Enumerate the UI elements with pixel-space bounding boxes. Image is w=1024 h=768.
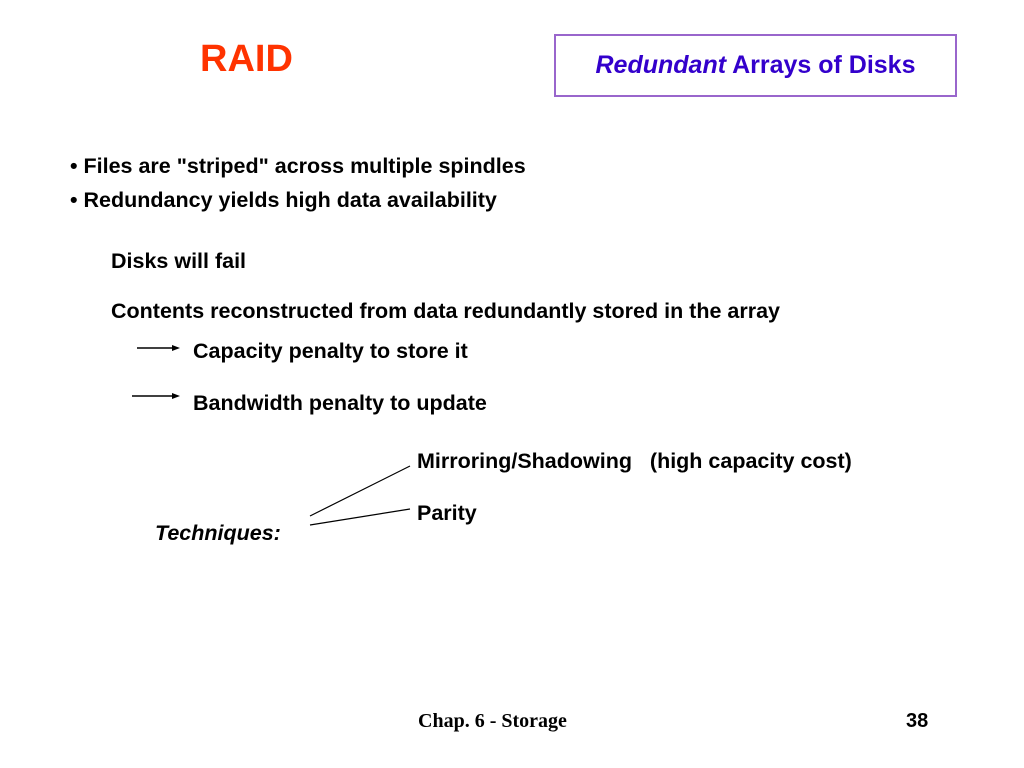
penalty-capacity: Capacity penalty to store it	[193, 339, 468, 363]
footer-chapter: Chap. 6 - Storage	[418, 710, 567, 732]
point-disks-fail: Disks will fail	[111, 249, 247, 273]
bullet-striped: • Files are "striped" across multiple sp…	[70, 154, 526, 178]
techniques-line-parity	[309, 508, 411, 526]
arrow-capacity	[137, 345, 180, 351]
slide-title: RAID	[200, 38, 293, 80]
penalty-bandwidth: Bandwidth penalty to update	[193, 391, 487, 415]
techniques-label: Techniques:	[155, 521, 281, 545]
arrow-bandwidth	[132, 393, 180, 399]
technique-parity: Parity	[417, 501, 477, 525]
point-contents-reconstructed: Contents reconstructed from data redunda…	[111, 299, 781, 323]
subtitle-text: Arrays of Disks	[726, 51, 916, 79]
technique-mirroring: Mirroring/Shadowing (high capacity cost)	[417, 449, 852, 473]
page-number: 38	[906, 710, 929, 732]
techniques-line-mirroring	[309, 465, 411, 517]
subtitle-emphasis: Redundant	[595, 51, 727, 79]
bullet-redundancy: • Redundancy yields high data availabili…	[70, 188, 497, 212]
subtitle-box: Redundant Arrays of Disks	[554, 34, 957, 97]
